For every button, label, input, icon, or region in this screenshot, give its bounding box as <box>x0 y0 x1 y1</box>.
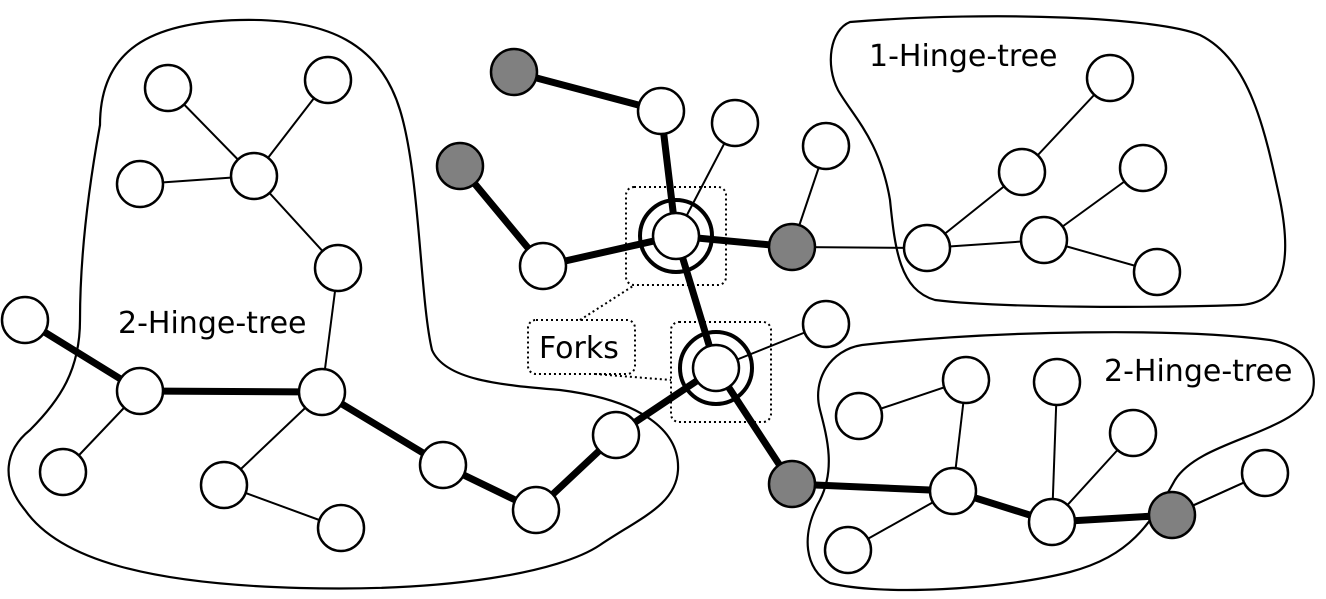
node-b5 <box>928 466 978 516</box>
edge-a8-a7 <box>136 387 326 396</box>
fork-box-2 <box>670 321 772 423</box>
label-left-2-hinge-tree: 2-Hinge-tree <box>118 306 307 341</box>
node-r1 <box>902 223 952 273</box>
hinge-node-b11 <box>1147 490 1197 540</box>
node-a14 <box>591 410 641 460</box>
node-a6 <box>0 295 50 345</box>
hinge-node-t1 <box>435 141 485 191</box>
node-r3 <box>1085 53 1135 103</box>
fork-callout <box>527 186 772 423</box>
node-r6 <box>1132 247 1182 297</box>
node-a10 <box>199 460 249 510</box>
fork-leader-1 <box>579 285 634 321</box>
node-r4 <box>1019 215 1069 265</box>
node-b9 <box>823 525 873 575</box>
fork-ring-F1 <box>638 198 714 274</box>
node-a8 <box>115 366 165 416</box>
hinge-node-a15 <box>489 47 539 97</box>
node-a7 <box>297 367 347 417</box>
hinge-node-t6 <box>767 222 817 272</box>
label-top-right-1-hinge-tree: 1-Hinge-tree <box>869 39 1058 74</box>
node-t3 <box>710 98 760 148</box>
fork-node-F1 <box>651 211 701 261</box>
region-left-2-hinge-tree <box>7 18 680 590</box>
edge-t4-t5 <box>510 68 665 115</box>
node-a4 <box>115 159 165 209</box>
node-t2 <box>518 241 568 291</box>
node-a12 <box>418 440 468 490</box>
node-b7 <box>1108 408 1158 458</box>
fork-ring-F2 <box>678 330 754 406</box>
node-a13 <box>511 485 561 535</box>
node-a9 <box>38 447 88 497</box>
node-b8 <box>1027 497 1077 547</box>
region-bottom-right-2-hinge-tree <box>806 331 1315 592</box>
node-r5 <box>1118 143 1168 193</box>
node-a1 <box>143 63 193 113</box>
node-b3 <box>834 391 884 441</box>
node-a5 <box>313 243 363 293</box>
label-bottom-right-2-hinge-tree: 2-Hinge-tree <box>1104 354 1293 389</box>
node-r2 <box>997 147 1047 197</box>
node-a11 <box>316 503 366 553</box>
node-b1 <box>801 299 851 349</box>
node-b10 <box>1240 448 1290 498</box>
node-t7 <box>801 121 851 171</box>
node-b6 <box>1032 357 1082 407</box>
node-a3 <box>229 151 279 201</box>
forks-label: Forks <box>539 331 619 366</box>
region-top-right-1-hinge-tree <box>829 15 1287 308</box>
edge-b2-b5 <box>788 480 957 495</box>
node-b4 <box>941 355 991 405</box>
regions <box>7 15 1315 592</box>
hinge-node-b2 <box>767 459 817 509</box>
fork-node-F2 <box>691 343 741 393</box>
node-t5 <box>636 86 686 136</box>
nodes <box>0 47 1290 575</box>
fork-box-1 <box>625 186 727 286</box>
node-a2 <box>303 55 353 105</box>
fork-leader-2 <box>594 373 672 381</box>
